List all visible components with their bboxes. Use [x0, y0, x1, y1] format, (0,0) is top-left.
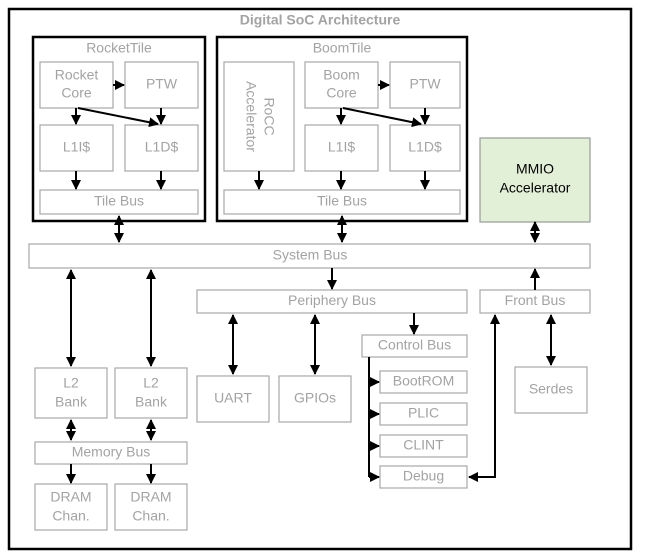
gpios-block: GPIOs	[278, 375, 352, 423]
bootrom-block: BootROM	[379, 370, 468, 394]
boom-core-label-line1: Boom	[323, 67, 360, 83]
l2-bank-1-line1: L2	[63, 375, 79, 391]
system-bus-label: System Bus	[273, 247, 348, 263]
mmio-accelerator-block: MMIO Accelerator	[479, 137, 591, 223]
system-bus: System Bus	[28, 243, 591, 269]
uart-block: UART	[196, 375, 270, 423]
boom-ptw-label: PTW	[409, 76, 441, 92]
l2-bank-2-line1: L2	[143, 375, 159, 391]
uart-label: UART	[214, 390, 252, 406]
boom-l1d-block: L1D$	[389, 124, 461, 172]
front-bus: Front Bus	[479, 289, 591, 314]
control-bus: Control Bus	[361, 334, 468, 358]
debug-label: Debug	[403, 468, 444, 484]
gpios-label: GPIOs	[294, 390, 336, 406]
rocket-core-label-line2: Core	[61, 85, 92, 101]
rocket-core-block: Rocket Core	[39, 61, 114, 109]
l2-bank-1: L2 Bank	[34, 367, 108, 419]
dram-channel-2: DRAM Chan.	[114, 483, 188, 531]
periphery-bus: Periphery Bus	[196, 289, 468, 314]
front-bus-label: Front Bus	[505, 292, 566, 308]
boom-core-label-line2: Core	[326, 85, 357, 101]
periphery-bus-label: Periphery Bus	[288, 292, 376, 308]
rocket-l1i-block: L1I$	[39, 124, 114, 172]
clint-label: CLINT	[403, 437, 444, 453]
boom-l1i-label: L1I$	[328, 139, 355, 155]
mmio-label-line1: MMIO	[516, 161, 554, 177]
boom-tile-bus: Tile Bus	[223, 189, 461, 215]
serdes-block: Serdes	[514, 366, 588, 414]
rocket-l1d-label: L1D$	[145, 139, 179, 155]
dram-2-line1: DRAM	[130, 489, 171, 505]
rocket-tile-bus-label: Tile Bus	[94, 193, 144, 209]
boom-ptw-block: PTW	[389, 61, 461, 109]
rocc-label-line2: Accelerator	[243, 81, 259, 152]
rocket-tile-bus: Tile Bus	[39, 189, 199, 215]
l2-bank-2: L2 Bank	[114, 367, 188, 419]
clint-block: CLINT	[379, 434, 468, 458]
l2-bank-1-line2: Bank	[55, 394, 88, 410]
dram-2-line2: Chan.	[132, 508, 169, 524]
plic-label: PLIC	[408, 405, 439, 421]
bootrom-label: BootROM	[393, 373, 454, 389]
dram-1-line1: DRAM	[50, 489, 91, 505]
boom-core-block: Boom Core	[304, 61, 379, 109]
rocket-l1i-label: L1I$	[63, 139, 90, 155]
control-bus-label: Control Bus	[378, 337, 451, 353]
rocc-accelerator-block: RoCC Accelerator	[223, 61, 295, 172]
dram-1-line2: Chan.	[52, 508, 89, 524]
debug-block: Debug	[379, 465, 468, 489]
boom-l1i-block: L1I$	[304, 124, 379, 172]
boom-tile-bus-label: Tile Bus	[317, 193, 367, 209]
rocket-l1d-block: L1D$	[124, 124, 199, 172]
boom-l1d-label: L1D$	[408, 139, 442, 155]
l2-bank-2-line2: Bank	[135, 394, 168, 410]
rocket-ptw-label: PTW	[146, 76, 178, 92]
edge-rocketcore-l1d	[77, 107, 159, 128]
rocket-core-label-line1: Rocket	[55, 67, 99, 83]
rocket-ptw-block: PTW	[124, 61, 199, 109]
edge-boomcore-l1d	[342, 107, 422, 128]
rocc-label-line1: RoCC	[261, 97, 277, 135]
edge-debug-frontbus	[468, 314, 500, 482]
rocket-tile-title: RocketTile	[86, 40, 152, 56]
memory-bus: Memory Bus	[34, 441, 188, 465]
mmio-label-line2: Accelerator	[500, 180, 571, 196]
memory-bus-label: Memory Bus	[72, 444, 151, 460]
plic-block: PLIC	[379, 402, 468, 426]
dram-channel-1: DRAM Chan.	[34, 483, 108, 531]
serdes-label: Serdes	[529, 381, 573, 397]
diagram-title: Digital SoC Architecture	[240, 12, 401, 28]
boom-tile-title: BoomTile	[313, 40, 372, 56]
